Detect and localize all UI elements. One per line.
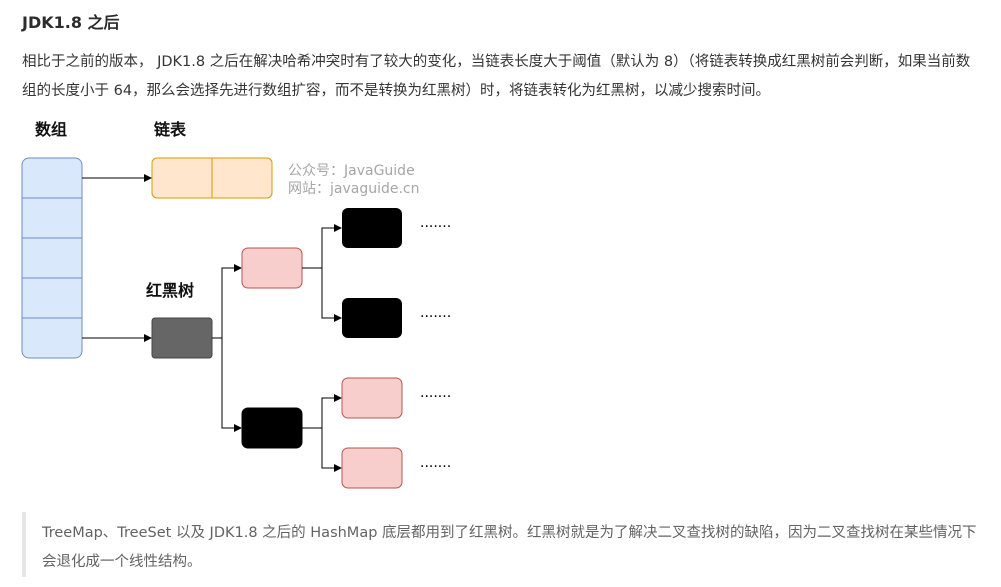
tree-black-node [241,407,303,449]
section-heading: JDK1.8 之后 [22,13,120,32]
tree-red-node [241,247,303,289]
blockquote-text: TreeMap、TreeSet 以及 JDK1.8 之后的 HashMap 底层… [42,525,977,570]
root-to-upper-child-connector [212,264,242,339]
array-box [21,157,83,359]
linked-list-label: 链表 [154,120,187,139]
tree-red-leaf-node [341,377,403,419]
red-black-tree-label: 红黑树 [146,281,194,300]
continuation-dots: ······· [420,459,451,475]
body-paragraph: 相比于之前的版本， JDK1.8 之后在解决哈希冲突时有了较大的变化，当链表长度… [22,54,971,99]
tree-root-node [151,317,213,359]
tree-red-leaf-node [341,447,403,489]
continuation-dots: ······· [420,309,451,325]
continuation-dots: ······· [420,389,451,405]
linked-list-node [151,157,273,199]
tree-black-leaf-node [342,208,402,248]
upper-to-child-a-connector [302,224,342,269]
continuation-dots: ······· [420,219,451,235]
tree-black-leaf-node [342,298,402,338]
hashmap-structure-diagram: 数组 链表 红黑树 公众号：JavaGuide 网站：javaguide.cn … [21,120,451,489]
lower-to-child-d-connector [302,427,342,472]
lower-to-child-c-connector [302,394,342,429]
upper-to-child-b-connector [302,267,342,322]
array-label: 数组 [35,120,67,139]
root-to-lower-child-connector [212,337,242,432]
watermark-line-1: 公众号：JavaGuide [288,163,415,179]
watermark-line-2: 网站：javaguide.cn [288,181,420,197]
blockquote: TreeMap、TreeSet 以及 JDK1.8 之后的 HashMap 底层… [22,512,996,577]
